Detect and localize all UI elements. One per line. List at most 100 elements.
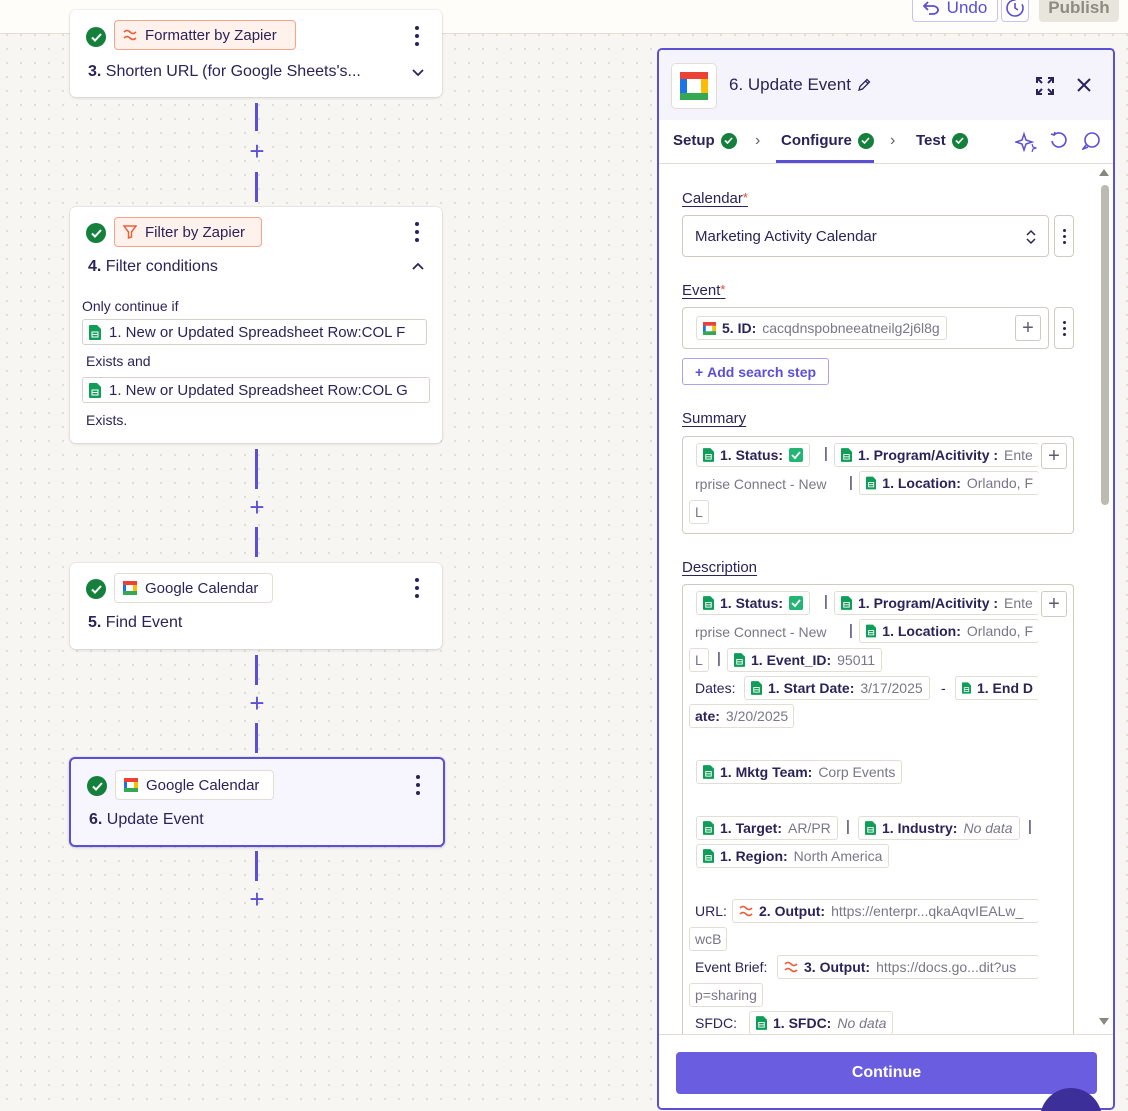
step-title: 6. Update Event: [89, 811, 204, 828]
separator: |: [849, 622, 853, 639]
refresh-icon[interactable]: [1050, 132, 1068, 150]
formatter-icon: [784, 961, 798, 973]
step-card-5[interactable]: Google Calendar 5. Find Event: [70, 563, 442, 649]
version-history-button[interactable]: [1001, 0, 1029, 22]
google-sheets-icon: [703, 849, 714, 863]
app-chip-google-calendar: Google Calendar: [114, 573, 273, 603]
description-input[interactable]: 1. Status: | 1. Program/Acitivity :Ente …: [682, 584, 1074, 1044]
region-pill[interactable]: 1. Region:North America: [696, 844, 890, 868]
calendar-select[interactable]: Marketing Activity Calendar: [682, 215, 1049, 257]
connector-line: [255, 172, 258, 202]
filter-condition-2: 1. New or Updated Spreadsheet Row:COL G: [82, 377, 430, 403]
summary-input[interactable]: 1. Status: | 1. Program/Acitivity :Ente …: [682, 436, 1074, 534]
location-pill[interactable]: 1. Location:Orlando, F: [859, 471, 1039, 495]
event-brief-label: Event Brief:: [695, 959, 768, 975]
chevron-down-icon[interactable]: [412, 69, 424, 77]
status-pill[interactable]: 1. Status:: [696, 443, 811, 467]
calendar-options-kebab[interactable]: [1054, 215, 1074, 257]
tab-setup[interactable]: Setup: [673, 132, 737, 149]
google-calendar-icon: [124, 778, 138, 792]
mktg-team-pill[interactable]: 1. Mktg Team:Corp Events: [696, 760, 903, 784]
filter-intro: Only continue if: [82, 298, 179, 314]
step-menu-kebab[interactable]: [415, 775, 421, 795]
url-label: URL:: [695, 903, 727, 919]
expand-icon[interactable]: [1035, 76, 1055, 96]
status-pill[interactable]: 1. Status:: [696, 591, 811, 615]
google-sheets-icon: [703, 596, 714, 610]
step-complete-icon: [86, 27, 106, 47]
add-step-plus[interactable]: +: [249, 136, 265, 166]
connector-line: [255, 103, 258, 131]
add-search-step-button[interactable]: +Add search step: [682, 358, 829, 385]
filter-operator: Exists.: [86, 412, 128, 428]
pencil-icon[interactable]: [857, 78, 871, 92]
connector-line: [255, 655, 258, 685]
undo-icon: [922, 1, 939, 15]
google-sheets-icon: [734, 653, 745, 667]
step-menu-kebab[interactable]: [414, 26, 420, 46]
location-value-continued: L: [689, 500, 709, 524]
filter-condition-1: 1. New or Updated Spreadsheet Row:COL F: [82, 319, 427, 345]
google-sheets-icon: [703, 821, 714, 835]
app-name: Google Calendar: [145, 579, 259, 597]
industry-pill[interactable]: 1. Industry:No data: [858, 816, 1020, 840]
comment-icon[interactable]: [1082, 132, 1100, 150]
location-pill[interactable]: 1. Location:Orlando, F: [859, 619, 1039, 643]
add-step-plus[interactable]: +: [249, 492, 265, 522]
start-date-pill[interactable]: 1. Start Date:3/17/2025: [744, 676, 930, 700]
event-options-kebab[interactable]: [1054, 307, 1074, 349]
tab-test[interactable]: Test: [916, 132, 968, 149]
step-menu-kebab[interactable]: [414, 222, 420, 242]
active-tab-indicator: [776, 160, 874, 163]
close-icon[interactable]: [1077, 78, 1091, 92]
chevron-right-icon: ›: [755, 132, 761, 149]
google-sheets-icon: [756, 1016, 767, 1030]
target-pill[interactable]: 1. Target:AR/PR: [696, 816, 838, 840]
google-calendar-icon: [703, 321, 716, 335]
program-pill[interactable]: 1. Program/Acitivity :Ente: [834, 591, 1039, 615]
output2-pill[interactable]: 2. Output:https://enterpr...qkaAqvIEALw_: [732, 899, 1039, 923]
panel-title[interactable]: 6. Update Event: [729, 75, 871, 95]
step-card-4[interactable]: Filter by Zapier 4. Filter conditions On…: [70, 207, 442, 443]
program-pill[interactable]: 1. Program/Acitivity :Ente: [834, 443, 1039, 467]
insert-data-plus-button[interactable]: +: [1041, 443, 1067, 469]
step-card-3[interactable]: Formatter by Zapier 3. Shorten URL (for …: [70, 10, 442, 97]
sfdc-label: SFDC:: [695, 1015, 737, 1031]
google-sheets-icon: [866, 624, 877, 638]
checkbox-checked-icon: [789, 448, 804, 462]
help-chat-button[interactable]: [1040, 1088, 1102, 1111]
publish-button[interactable]: Publish: [1039, 0, 1119, 22]
tab-configure[interactable]: Configure: [781, 132, 874, 149]
chevron-up-icon[interactable]: [412, 262, 424, 270]
step-complete-icon: [86, 223, 106, 243]
add-step-plus[interactable]: +: [249, 884, 265, 914]
step-card-6[interactable]: Google Calendar 6. Update Event: [69, 757, 445, 847]
continue-button[interactable]: Continue: [676, 1052, 1097, 1094]
google-sheets-icon: [703, 448, 714, 462]
scroll-up-icon[interactable]: [1099, 168, 1109, 176]
program-value-continued: rprise Connect - New: [695, 624, 827, 640]
google-calendar-icon: [671, 63, 717, 109]
dash-separator: -: [941, 680, 946, 696]
output3-continued: p=sharing: [689, 983, 763, 1007]
event-id-pill[interactable]: 5. ID:cacqdnspobneeatneilg2j6l8g: [696, 316, 947, 340]
step-menu-kebab[interactable]: [414, 578, 420, 598]
scroll-down-icon[interactable]: [1099, 1018, 1109, 1026]
ai-sparkle-icon[interactable]: [1015, 132, 1037, 152]
history-icon: [1006, 0, 1024, 17]
add-step-plus[interactable]: +: [249, 688, 265, 718]
sfdc-pill[interactable]: 1. SFDC:No data: [749, 1011, 894, 1035]
google-sheets-icon: [89, 324, 101, 340]
undo-button[interactable]: Undo: [912, 0, 998, 22]
scrollbar-thumb[interactable]: [1101, 185, 1109, 505]
insert-data-plus-button[interactable]: +: [1041, 591, 1067, 617]
insert-data-plus-button[interactable]: +: [1015, 315, 1041, 341]
event-id-pill[interactable]: 1. Event_ID:95011: [727, 648, 883, 672]
output3-pill[interactable]: 3. Output:https://docs.go...dit?us: [777, 955, 1039, 979]
scrollbar[interactable]: [1097, 168, 1111, 1038]
google-sheets-icon: [866, 476, 877, 490]
event-input[interactable]: 5. ID:cacqdnspobneeatneilg2j6l8g +: [682, 307, 1049, 349]
end-date-pill[interactable]: 1. End D: [955, 676, 1039, 700]
end-date-continued: ate:3/20/2025: [689, 704, 795, 728]
step-title: 3. Shorten URL (for Google Sheets's...: [88, 63, 361, 80]
